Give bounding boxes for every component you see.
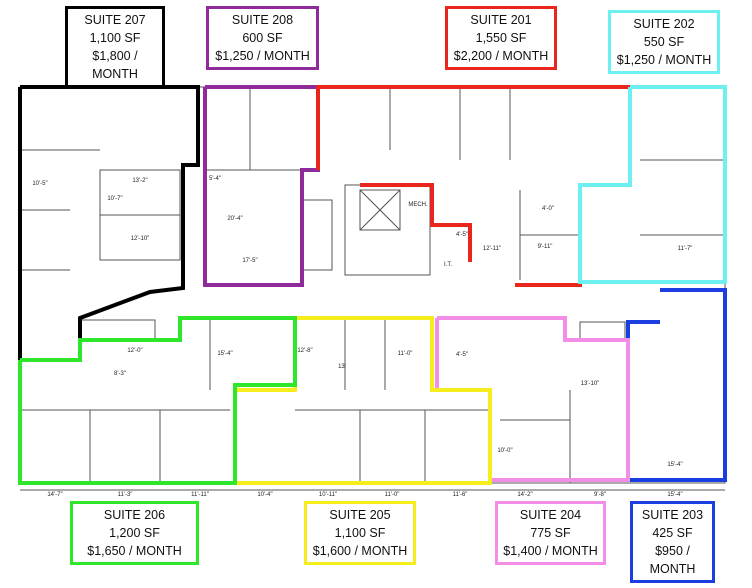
suite-202-label[interactable]: SUITE 202 550 SF $1,250 / MONTH bbox=[608, 10, 720, 74]
room-dimension: 11'-0" bbox=[398, 351, 413, 357]
suite-rent: $1,250 / MONTH bbox=[616, 53, 712, 67]
suite-rent: $950 / MONTH bbox=[649, 544, 696, 576]
room-dimension: 20'-4" bbox=[227, 216, 242, 222]
suite-rent: $1,250 / MONTH bbox=[215, 49, 310, 63]
room-dimension: 10'-0" bbox=[497, 448, 512, 454]
suite-rent: $1,400 / MONTH bbox=[503, 544, 598, 558]
room-dimension: 9'-11" bbox=[538, 244, 553, 250]
suite-203-label[interactable]: SUITE 203 425 SF $950 / MONTH bbox=[630, 501, 715, 583]
bottom-dimension: 11'-3" bbox=[118, 492, 133, 498]
room-dimension: 4'-5" bbox=[456, 232, 468, 238]
suite-name: SUITE 207 bbox=[84, 13, 146, 27]
bottom-dimension: 11'-11" bbox=[191, 492, 209, 498]
suite-size: 775 SF bbox=[530, 526, 571, 540]
room-dimension: MECH. bbox=[408, 202, 428, 208]
bottom-dimension: 10'-11" bbox=[319, 492, 337, 498]
suite-208-label[interactable]: SUITE 208 600 SF $1,250 / MONTH bbox=[206, 6, 319, 70]
suite-205-label[interactable]: SUITE 205 1,100 SF $1,600 / MONTH bbox=[304, 501, 416, 565]
suite-203-outline[interactable] bbox=[626, 288, 727, 482]
suite-204-label[interactable]: SUITE 204 775 SF $1,400 / MONTH bbox=[495, 501, 606, 565]
suite-rent: $1,650 / MONTH bbox=[87, 544, 182, 558]
suite-name: SUITE 206 bbox=[103, 508, 166, 522]
suite-rent: $1,800 / MONTH bbox=[92, 49, 138, 81]
bottom-dimension: 11'-6" bbox=[453, 492, 468, 498]
room-dimension: 12'-11" bbox=[483, 246, 501, 252]
suite-208-outline[interactable] bbox=[203, 85, 320, 287]
bottom-dimension: 9'-8" bbox=[594, 492, 606, 498]
bottom-dimension: 11'-0" bbox=[385, 492, 400, 498]
suite-207-label[interactable]: SUITE 207 1,100 SF $1,800 / MONTH bbox=[65, 6, 165, 88]
interior-walls bbox=[19, 86, 726, 491]
suite-size: 1,200 SF bbox=[109, 526, 160, 540]
suite-204-outline[interactable] bbox=[435, 316, 630, 482]
bottom-dimension: 14'-7" bbox=[47, 492, 62, 498]
suite-size: 550 SF bbox=[643, 35, 685, 49]
suite-207-outline[interactable] bbox=[18, 85, 200, 362]
room-dimension: 13'-2" bbox=[132, 178, 147, 184]
suite-202-outline[interactable] bbox=[578, 85, 727, 284]
room-dimension: 11'-7" bbox=[678, 246, 693, 252]
suite-name: SUITE 205 bbox=[329, 508, 391, 522]
suite-205-outline[interactable] bbox=[233, 316, 492, 485]
suite-size: 1,550 SF bbox=[475, 31, 527, 45]
suite-name: SUITE 208 bbox=[231, 13, 294, 27]
suite-size: 600 SF bbox=[242, 31, 283, 45]
suite-size: 1,100 SF bbox=[334, 526, 386, 540]
room-dimension: 13'-10" bbox=[581, 381, 600, 387]
bottom-dimension: 10'-4" bbox=[257, 492, 272, 498]
suite-rent: $2,200 / MONTH bbox=[453, 49, 549, 63]
suite-name: SUITE 203 bbox=[641, 508, 704, 522]
bottom-dimension: 14'-2" bbox=[517, 492, 532, 498]
suite-name: SUITE 201 bbox=[470, 13, 532, 27]
room-dimension: 10'-5" bbox=[32, 181, 47, 187]
suite-206-outline[interactable] bbox=[18, 316, 297, 485]
suite-201-core-outline bbox=[360, 183, 472, 262]
suite-size: 1,100 SF bbox=[89, 31, 141, 45]
room-dimension: 12'-10" bbox=[131, 236, 150, 242]
room-dimension: 13' bbox=[338, 364, 346, 370]
suite-name: SUITE 204 bbox=[519, 508, 582, 522]
suite-size: 425 SF bbox=[652, 526, 693, 540]
dimension-labels: 14'-7" 11'-3" 11'-11" 10'-4" 10'-11" 11'-0" 11… bbox=[32, 176, 692, 498]
room-dimension: 5'-4" bbox=[209, 176, 221, 182]
room-dimension: 12'-8" bbox=[297, 348, 312, 354]
suite-rent: $1,600 / MONTH bbox=[312, 544, 408, 558]
room-dimension: 15'-4" bbox=[217, 351, 232, 357]
room-dimension: 4'-0" bbox=[542, 206, 554, 212]
room-dimension: 10'-7" bbox=[107, 196, 122, 202]
suite-206-label[interactable]: SUITE 206 1,200 SF $1,650 / MONTH bbox=[70, 501, 199, 565]
room-dimension: I.T. bbox=[444, 262, 452, 268]
suite-name: SUITE 202 bbox=[633, 17, 695, 31]
room-dimension: 4'-5" bbox=[456, 352, 468, 358]
room-dimension: 15'-4" bbox=[667, 462, 682, 468]
room-dimension: 8'-3" bbox=[114, 371, 126, 377]
room-dimension: 12'-0" bbox=[127, 348, 142, 354]
suite-201-label[interactable]: SUITE 201 1,550 SF $2,200 / MONTH bbox=[445, 6, 557, 70]
room-dimension: 17'-5" bbox=[242, 258, 257, 264]
bottom-dimension: 15'-4" bbox=[667, 492, 682, 498]
